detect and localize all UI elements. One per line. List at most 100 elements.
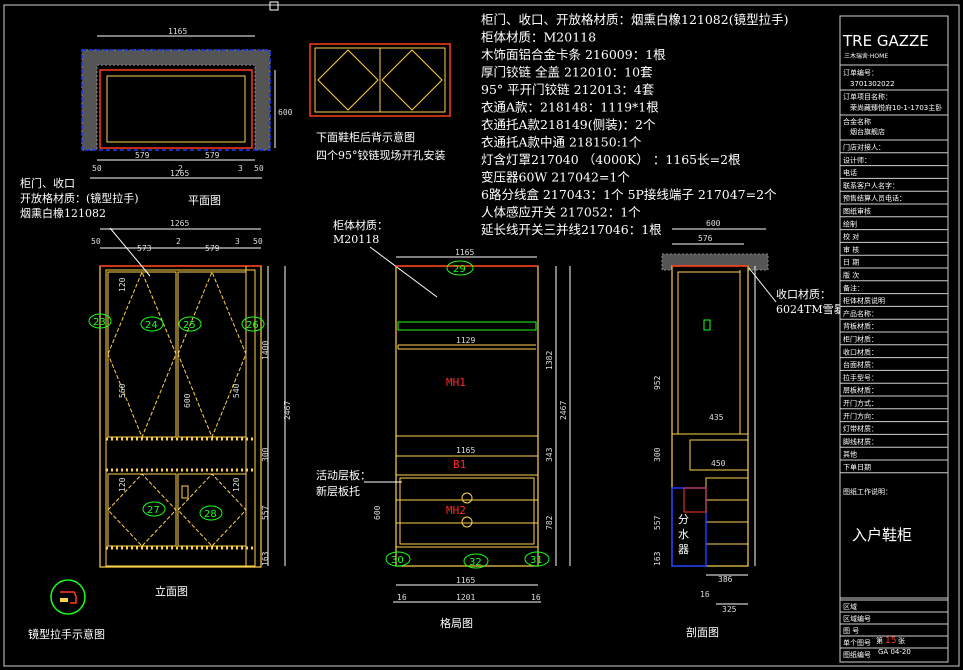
section-note-2: 6024TM雪暴 xyxy=(776,303,845,316)
titleblock-row-label: 绘制 xyxy=(843,219,857,228)
elev-dim-upper: 1400 xyxy=(261,341,270,360)
layout-note-shelf-2: 新层板托 xyxy=(316,484,360,498)
layout-label-29: 29 xyxy=(446,260,474,276)
section-dim-952: 952 xyxy=(653,375,662,390)
spec-line: 人体感应开关 217052：1个 xyxy=(481,205,641,220)
spec-line: 变压器60W 217042=1个 xyxy=(481,170,630,185)
plan-dim-top: 1165 xyxy=(168,27,187,36)
drawing-title: 入户鞋柜 xyxy=(852,526,912,544)
layout-dim-mid: 1165 xyxy=(456,446,475,455)
back-panel-sketch: 下面鞋柜后背示意图 四个95°铰链现场开孔安装 xyxy=(309,43,451,162)
elev-note-3: 烟熏白橡121082 xyxy=(20,206,106,220)
section-dim-163: 163 xyxy=(653,551,662,566)
titleblock-row-label: 拉手型号： xyxy=(843,373,878,382)
svg-text:28: 28 xyxy=(204,509,217,520)
elev-dim-lower: 557 xyxy=(261,505,270,520)
titleblock-row-label: 设计师： xyxy=(843,155,871,164)
titleblock-row-label: 下单日期 xyxy=(843,463,871,472)
elev-dim-s5: 3 xyxy=(235,237,240,246)
handle-detail: 镜型拉手示意图 xyxy=(28,579,105,641)
layout-label-mh1: MH1 xyxy=(446,376,466,389)
section-view: 600 576 435 450 分 水 器 952 300 557 163 38… xyxy=(653,219,845,639)
layout-note-body-2: M20118 xyxy=(333,233,379,246)
titleblock-row-label: 脚线材质： xyxy=(843,437,878,446)
titleblock-row-label: 联系客户人名字： xyxy=(843,181,899,190)
spec-line: 柜门、收口、开放格材质：烟熏白橡121082(镜型拉手) xyxy=(481,12,788,27)
plan-dim-depth: 600 xyxy=(278,108,293,117)
elev-dim-h5: 120 xyxy=(118,477,127,492)
elev-note-1: 柜门、收口 xyxy=(20,176,75,190)
elev-dim-s3: 2 xyxy=(176,237,181,246)
titleblock-row-label: 开门方向： xyxy=(843,411,878,420)
section-dim-inner: 576 xyxy=(698,234,713,243)
elevation-view: 柜门、收口 开放格材质：(镜型拉手) 烟熏白橡121082 1265 50 57… xyxy=(20,176,292,598)
titleblock-row-label: 产品名称： xyxy=(843,309,878,318)
plan-dim-right: 579 xyxy=(205,151,220,160)
address-label: 订单项目名称： xyxy=(843,92,892,101)
section-dim-435: 435 xyxy=(709,413,724,422)
titleblock-foot-label: 图 号 xyxy=(843,627,859,635)
shop: 烟台旗舰店 xyxy=(850,127,885,136)
titleblock-foot-label: 区域 xyxy=(843,602,857,611)
titleblock-row-label: 灯带材质： xyxy=(843,424,878,433)
drawing-border xyxy=(3,4,960,667)
elev-dim-s6: 50 xyxy=(253,237,263,246)
svg-text:29: 29 xyxy=(453,264,466,275)
section-dim-557: 557 xyxy=(653,515,662,530)
elev-dim-mid: 300 xyxy=(261,447,270,462)
titleblock-foot-label: 图纸编号 xyxy=(843,650,871,659)
layout-dim-depth: 600 xyxy=(373,505,382,520)
door-label-27: 27 xyxy=(142,501,166,517)
svg-text:25: 25 xyxy=(183,320,196,331)
section-dim-depth: 600 xyxy=(706,219,721,228)
door-label-24: 24 xyxy=(140,316,164,332)
titleblock-row-label: 校 对 xyxy=(843,232,859,241)
layout-dim-s1: 16 xyxy=(397,593,407,602)
plan-dim-s3: 3 xyxy=(238,164,243,173)
door-label-28: 28 xyxy=(199,505,223,521)
spec-line: 木饰面铝合金卡条 216009：1根 xyxy=(481,47,666,62)
svg-text:24: 24 xyxy=(145,320,158,331)
section-dim-16: 16 xyxy=(700,590,710,599)
titleblock-row-label: 背板材质： xyxy=(843,322,878,331)
titleblock-row-label: 日 期 xyxy=(843,259,859,267)
layout-label-31: 31 xyxy=(524,551,550,567)
layout-note-body-1: 柜体材质： xyxy=(333,218,388,232)
page-suffix: 张 xyxy=(898,636,905,645)
elev-dim-s1: 50 xyxy=(91,237,101,246)
section-dim-450: 450 xyxy=(711,459,726,468)
svg-text:26: 26 xyxy=(246,320,259,331)
door-label-25: 25 xyxy=(178,316,202,332)
layout-label-mh2: MH2 xyxy=(446,504,466,517)
spec-list: 柜门、收口、开放格材质：烟熏白橡121082(镜型拉手) 柜体材质：M20118 木… xyxy=(481,12,788,237)
titleblock-row-label: 柜体材质说明 xyxy=(843,296,885,305)
spec-line: 厚门铰链 全盖 212010：10套 xyxy=(481,65,653,80)
special-label: 图纸工作说明： xyxy=(843,487,892,496)
layout-dim-s2: 16 xyxy=(531,593,541,602)
layout-label-b1: B1 xyxy=(453,458,466,471)
elev-dim-h4: 600 xyxy=(183,393,192,408)
door-label-23: 23 xyxy=(88,313,112,329)
layout-label-30: 30 xyxy=(385,551,411,567)
section-note-1: 收口材质： xyxy=(776,287,831,301)
titleblock-row-label: 电话 xyxy=(843,168,857,177)
plan-dim-total: 1265 xyxy=(170,169,189,178)
section-box-text-1: 分 xyxy=(678,513,689,526)
svg-text:23: 23 xyxy=(93,317,106,328)
address: 荣尚藏臻悦府10-1-1703主卧 xyxy=(850,103,942,112)
spec-line: 灯含灯罩217040 （4000K） ：1165长=2根 xyxy=(481,152,741,167)
door-label-26: 26 xyxy=(241,316,265,332)
spec-line: 衣通托A款218149(侧装)：2个 xyxy=(481,117,656,132)
section-label: 剖面图 xyxy=(686,625,719,639)
shop-label: 合金名称 xyxy=(843,117,871,126)
elev-dim-h1: 120 xyxy=(118,277,127,292)
svg-text:30: 30 xyxy=(391,555,404,566)
handle-label: 镜型拉手示意图 xyxy=(28,627,105,641)
spec-line: 柜体材质：M20118 xyxy=(481,30,596,45)
titleblock-row-label: 图纸审核 xyxy=(843,207,871,216)
cursor-marker xyxy=(269,1,279,11)
titleblock-row-label: 台面材质： xyxy=(843,360,878,369)
title-block: TRE GAZZE 三木瑞舍·HOME 订单编号： 3701302022 订单项… xyxy=(839,15,949,663)
titleblock-row-label: 预售结算人员电话： xyxy=(843,194,906,203)
